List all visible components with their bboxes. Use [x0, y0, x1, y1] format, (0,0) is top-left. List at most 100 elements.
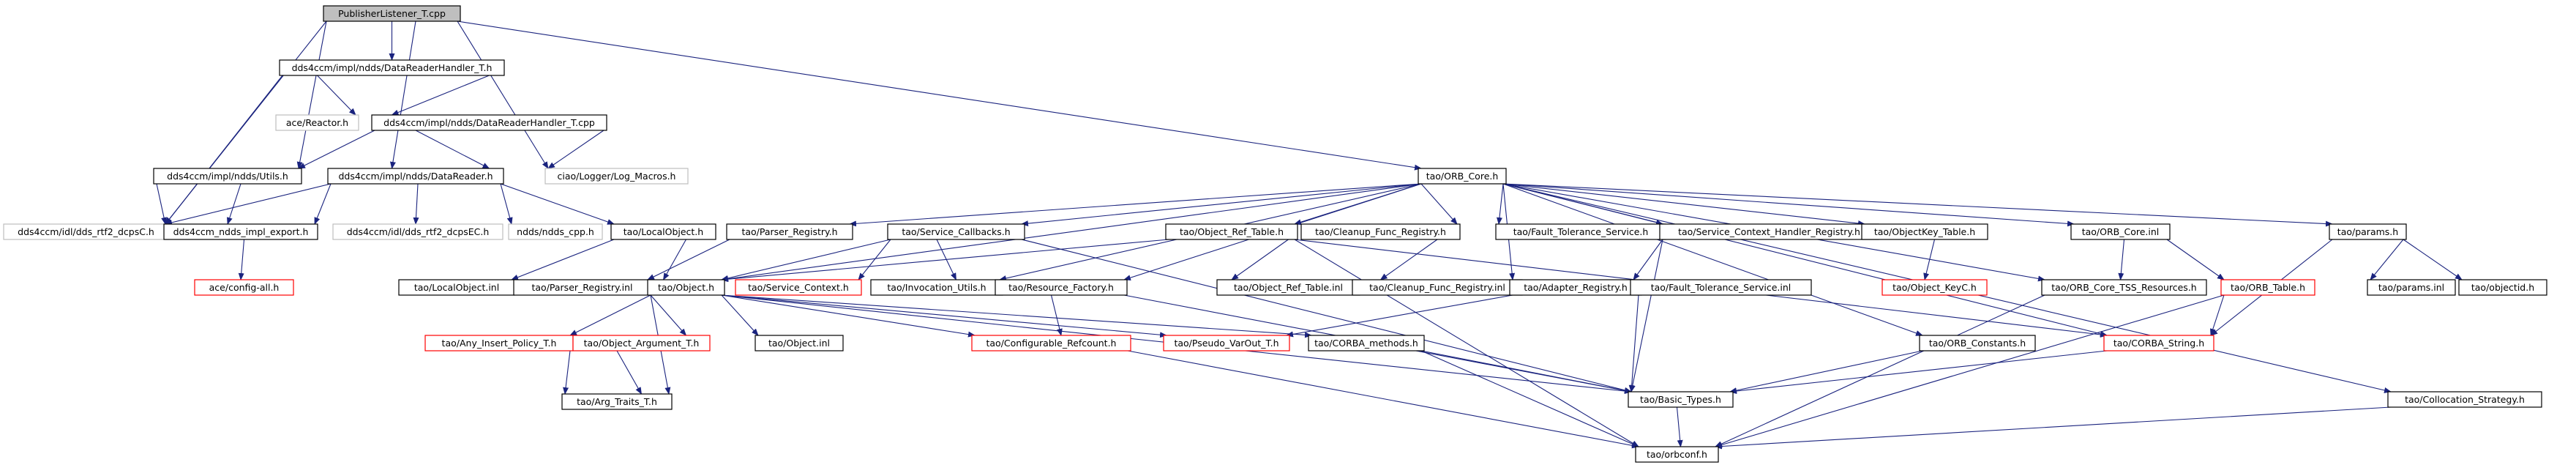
graph-node-n34[interactable]: tao/ORB_Table.h [2220, 279, 2315, 296]
dependency-edge [1294, 239, 1639, 447]
dependency-edge [317, 75, 356, 116]
graph-node-n31[interactable]: tao/Object_KeyC.h [1882, 279, 1988, 296]
graph-node-n16[interactable]: tao/Parser_Registry.inl [513, 279, 651, 296]
graph-node-n3[interactable]: dds4ccm/impl/ndds/DataReaderHandler_T.cp… [371, 114, 607, 131]
dependency-edge [849, 183, 1422, 227]
node-label: tao/Configurable_Refcount.h [986, 338, 1117, 349]
graph-node-n40[interactable]: tao/Object.inl [755, 335, 844, 351]
dependency-edge [1420, 350, 1632, 394]
dependency-edge [413, 183, 419, 225]
dependency-edge [1715, 294, 2225, 448]
graph-node-n30[interactable]: tao/ObjectKey_Table.h [1861, 223, 1988, 240]
node-box [2070, 223, 2171, 240]
graph-node-n36[interactable]: tao/params.inl [2367, 279, 2456, 296]
graph-node-n18[interactable]: tao/Service_Callbacks.h [887, 223, 1025, 240]
dependency-edge [1420, 350, 1639, 447]
node-label: dds4ccm/idl/dds_rtf2_dcpsC.h [18, 226, 154, 237]
graph-node-n5[interactable]: dds4ccm/impl/ndds/DataReader.h [327, 168, 504, 185]
edge-line [1420, 350, 1632, 394]
graph-node-n48[interactable]: tao/Collocation_Strategy.h [2387, 391, 2542, 408]
node-label: tao/ORB_Constants.h [1929, 338, 2026, 349]
graph-node-n1[interactable]: dds4ccm/impl/ndds/DataReaderHandler_T.h [279, 59, 505, 76]
dependency-edge [296, 21, 327, 169]
graph-node-n46[interactable]: tao/Arg_Traits_T.h [561, 393, 673, 410]
graph-node-n8[interactable]: dds4ccm_ndds_impl_export.h [163, 223, 318, 240]
graph-node-n49[interactable]: tao/orbconf.h [1635, 446, 1719, 463]
graph-node-n25[interactable]: tao/Cleanup_Func_Registry.inl [1352, 279, 1523, 296]
graph-node-n22[interactable]: tao/Resource_Factory.h [995, 279, 1128, 296]
graph-node-n38[interactable]: tao/Any_Insert_Policy_T.h [424, 335, 574, 351]
graph-node-n13[interactable]: tao/LocalObject.inl [398, 279, 515, 296]
node-box [1635, 446, 1719, 463]
graph-node-n20[interactable]: tao/Invocation_Utils.h [870, 279, 1003, 296]
edge-line [647, 239, 730, 280]
graph-node-n45[interactable]: tao/CORBA_String.h [2103, 335, 2214, 351]
dependency-edge [1021, 183, 1422, 227]
node-label: tao/Fault_Tolerance_Service.inl [1651, 282, 1791, 293]
edge-line [156, 183, 167, 225]
node-label: tao/Service_Context_Handler_Registry.h [1678, 226, 1860, 237]
dependency-edge [2403, 239, 2463, 280]
edge-line [296, 21, 327, 169]
edge-line [500, 183, 513, 225]
node-label: tao/Invocation_Utils.h [887, 282, 986, 293]
node-box [735, 279, 862, 296]
graph-node-n26[interactable]: tao/Adapter_Registry.h [1509, 279, 1642, 296]
dependency-edge [1502, 183, 2108, 337]
node-box [1300, 223, 1461, 240]
graph-node-n43[interactable]: tao/CORBA_methods.h [1308, 335, 1425, 351]
graph-node-n0[interactable]: PublisherListener_T.cpp [323, 5, 461, 22]
node-box [995, 279, 1128, 296]
graph-node-n14[interactable]: tao/ORB_Core.h [1418, 168, 1507, 185]
edge-line [1923, 239, 1936, 280]
node-box [194, 279, 294, 296]
graph-node-n39[interactable]: tao/Object_Argument_T.h [572, 335, 711, 351]
node-box [1861, 223, 1988, 240]
dependency-edge [1496, 183, 1504, 225]
node-label: tao/Resource_Factory.h [1008, 282, 1114, 293]
graph-node-n37[interactable]: tao/objectid.h [2458, 279, 2547, 296]
dependency-edge [457, 21, 1422, 171]
node-label: tao/Service_Callbacks.h [902, 226, 1010, 237]
graph-node-n4[interactable]: dds4ccm/impl/ndds/Utils.h [153, 168, 302, 185]
edge-line [457, 21, 1422, 171]
graph-node-n17[interactable]: tao/Object.h [647, 279, 725, 296]
graph-node-n44[interactable]: tao/ORB_Constants.h [1919, 335, 2036, 351]
graph-node-n12[interactable]: tao/LocalObject.h [610, 223, 716, 240]
edge-line [1715, 406, 2392, 450]
dependency-edge [165, 183, 332, 226]
node-label: tao/orbconf.h [1647, 449, 1707, 460]
graph-node-n28[interactable]: tao/Fault_Tolerance_Service.inl [1630, 279, 1812, 296]
node-label: tao/params.h [2337, 226, 2398, 237]
graph-node-n9[interactable]: ace/config-all.h [194, 279, 294, 296]
dependency-edge [2118, 239, 2125, 280]
edge-line [1628, 294, 1639, 393]
graph-node-n42[interactable]: tao/Pseudo_VarOut_T.h [1163, 335, 1290, 351]
node-box [572, 335, 711, 351]
node-label: tao/ORB_Core.h [1426, 171, 1499, 182]
node-label: tao/ObjectKey_Table.h [1874, 226, 1975, 237]
node-label: tao/CORBA_methods.h [1314, 338, 1418, 349]
edge-line [858, 239, 891, 280]
graph-node-n24[interactable]: tao/Cleanup_Func_Registry.h [1300, 223, 1461, 240]
node-box [2103, 335, 2214, 351]
graph-node-n21[interactable]: tao/Object_Ref_Table.h [1165, 223, 1298, 240]
graph-node-n29[interactable]: tao/Service_Context_Handler_Registry.h [1659, 223, 1879, 240]
graph-node-n32[interactable]: tao/ORB_Core.inl [2070, 223, 2171, 240]
graph-node-n47[interactable]: tao/Basic_Types.h [1628, 391, 1734, 408]
graph-node-n23[interactable]: tao/Object_Ref_Table.inl [1216, 279, 1360, 296]
graph-node-n35[interactable]: tao/params.h [2329, 223, 2407, 240]
node-label: tao/Object.inl [768, 338, 830, 349]
edge-line [1502, 183, 1923, 336]
edge-line [663, 239, 686, 280]
graph-node-n15[interactable]: tao/Parser_Registry.h [726, 223, 853, 240]
edge-line [721, 294, 976, 338]
edge-line [1502, 183, 2075, 227]
node-label: tao/Basic_Types.h [1640, 394, 1721, 405]
node-box [1308, 335, 1425, 351]
graph-node-n19[interactable]: tao/Service_Context.h [735, 279, 862, 296]
graph-node-n27[interactable]: tao/Fault_Tolerance_Service.h [1495, 223, 1666, 240]
graph-node-n33[interactable]: tao/ORB_Core_TSS_Resources.h [2041, 279, 2207, 296]
graph-node-n41[interactable]: tao/Configurable_Refcount.h [971, 335, 1131, 351]
edge-line [569, 294, 651, 336]
